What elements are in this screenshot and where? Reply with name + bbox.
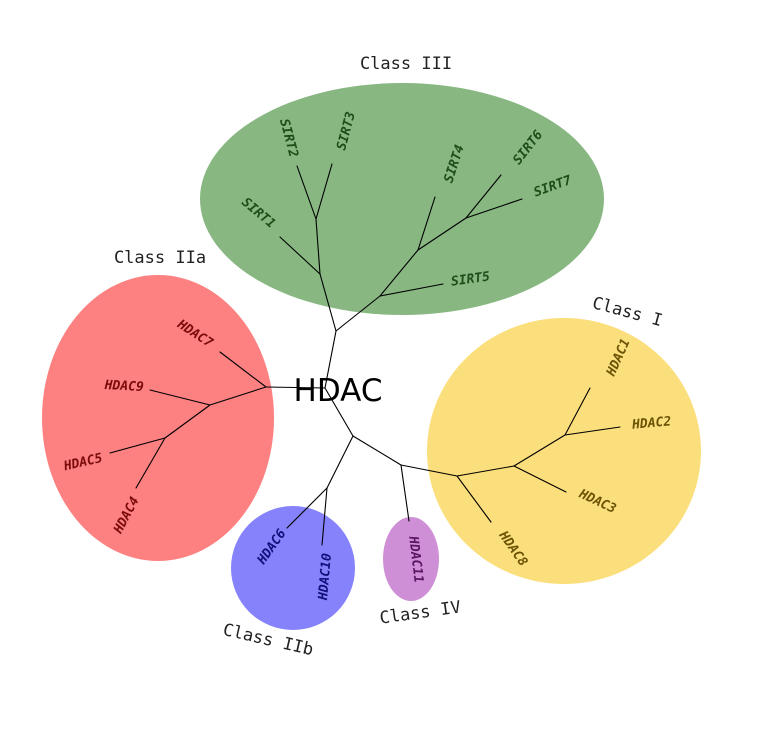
branch [279,236,321,275]
branch [265,386,326,389]
branch [286,487,328,529]
branch [456,465,515,477]
branch [315,163,333,220]
class-iia-region [42,275,274,561]
branch [564,426,621,436]
branch [352,435,402,466]
branch [400,464,410,522]
branch [109,437,166,454]
branch [321,487,328,546]
class-iv-region [383,517,439,601]
branch [513,465,567,493]
class-iv-label: Class IV [378,597,462,628]
branch [135,437,166,489]
class-i-region [427,318,701,584]
tree-branches [109,163,621,546]
class-iib-region [231,506,355,630]
root-label: HDAC [294,373,383,409]
branch [564,387,591,436]
branch [417,196,436,251]
branch [379,249,419,297]
branch [324,330,337,389]
branch [326,435,354,489]
branch [465,174,502,219]
class-iii-label: Class III [360,54,452,74]
branch [379,283,444,297]
leaf-hdac2: HDAC2 [631,414,672,432]
leaf-hdac11: HDAC11 [405,534,426,583]
branch [149,389,211,406]
leaf-hdac10: HDAC10 [316,552,335,601]
branch [513,434,566,467]
branch [465,198,523,219]
branch [324,387,354,437]
class-iii-region [200,83,604,315]
leaf-hdac9: HDAC9 [103,378,144,395]
branch [209,386,267,406]
leaf-sirt5: SIRT5 [450,269,491,289]
branch [296,165,317,220]
branch [164,404,211,439]
branch [417,217,467,251]
class-iia-label: Class IIa [114,248,206,268]
branch [456,475,492,523]
branch [400,464,458,477]
branch [319,273,337,332]
branch [335,295,381,332]
class-iv-leaves: HDAC11 [405,534,426,583]
branch [219,351,267,388]
branch [315,218,321,275]
